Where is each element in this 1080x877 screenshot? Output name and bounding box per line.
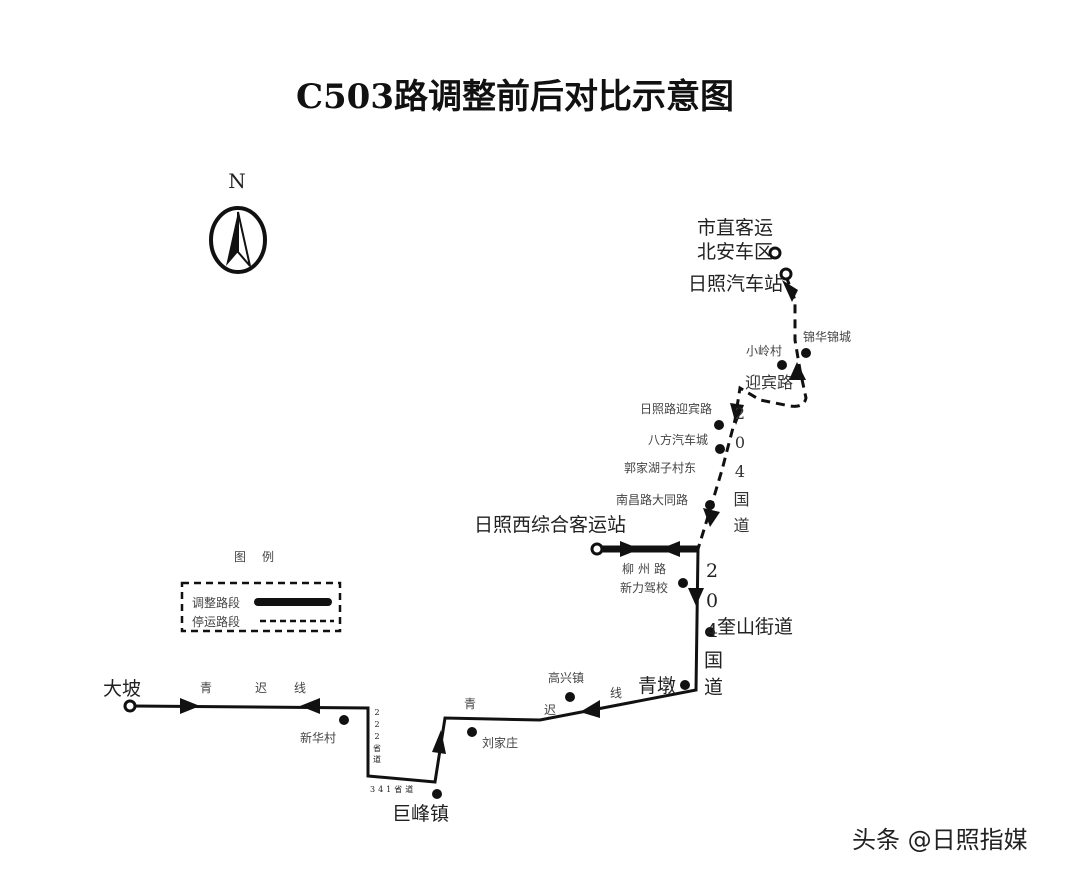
label-bafang: 八方汽车城 <box>648 432 708 447</box>
terminal-west-station <box>590 542 604 556</box>
arrow-icon <box>432 730 446 754</box>
terminal-rizhao-bus-station <box>779 267 793 281</box>
stop-dot <box>777 360 787 370</box>
arrow-icon <box>789 362 806 380</box>
stop-dot <box>715 444 725 454</box>
label-nanchang: 南昌路大同路 <box>616 492 688 507</box>
stop-dot <box>467 727 477 737</box>
label-kuishan: 奎山街道 <box>717 616 793 638</box>
road-s222: 222省道 <box>373 708 382 766</box>
stop-dot <box>339 715 349 725</box>
stop-dot <box>432 789 442 799</box>
map-title: C503路调整前后对比示意图 <box>296 77 734 117</box>
arrow-icon <box>300 698 320 714</box>
label-liujiazhuang: 刘家庄 <box>482 735 518 750</box>
legend: 图 例 调整路段 停运路段 <box>180 550 342 633</box>
stop-dot <box>714 420 724 430</box>
label-liuzhou: 柳州路 <box>622 561 670 576</box>
label-depot-1: 市直客运 <box>697 217 773 239</box>
label-rizhao-yingbin: 日照路迎宾路 <box>640 401 712 416</box>
legend-adjusted-label: 调整路段 <box>192 595 240 610</box>
stop-dot <box>705 627 715 637</box>
north-arrow-icon: N <box>209 169 267 274</box>
arrow-icon <box>703 508 720 527</box>
road-qingchi-east-1: 青 <box>464 697 476 711</box>
stop-dot <box>678 578 688 588</box>
stop-dot <box>565 692 575 702</box>
arrow-icon <box>580 700 600 718</box>
terminal-depot <box>768 246 782 260</box>
label-depot-2: 北安车区 <box>697 241 773 263</box>
legend-title-1: 图 <box>234 550 246 564</box>
watermark: 头条 @日照指媒 <box>852 826 1028 854</box>
label-jinhua: 锦华锦城 <box>803 330 851 344</box>
label-qingdun: 青墩 <box>638 675 676 697</box>
label-xiaoling: 小岭村 <box>746 344 782 358</box>
road-g204-lower: 204国道 <box>701 560 723 704</box>
road-qingchi-2: 迟 <box>255 681 267 695</box>
stop-dot <box>705 500 715 510</box>
road-qingchi-east-2: 迟 <box>544 703 556 717</box>
arrow-icon <box>730 403 744 425</box>
road-qingchi-east-3: 线 <box>610 686 622 700</box>
road-qingchi-1: 青 <box>200 681 212 695</box>
label-west-station: 日照西综合客运站 <box>474 514 626 536</box>
arrow-icon <box>180 698 200 714</box>
arrow-icon <box>620 541 640 557</box>
arrow-icon <box>660 541 680 557</box>
label-jufeng: 巨峰镇 <box>392 803 449 825</box>
label-gaoxing: 高兴镇 <box>548 670 584 685</box>
arrow-icon <box>782 280 798 302</box>
legend-title-2: 例 <box>262 550 274 564</box>
label-xinli: 新力驾校 <box>620 580 668 595</box>
label-rizhao-bus-station: 日照汽车站 <box>688 273 783 295</box>
road-qingchi-3: 线 <box>294 681 306 695</box>
label-xinhua: 新华村 <box>300 730 336 745</box>
stop-dot <box>680 680 690 690</box>
stop-dot <box>801 348 811 358</box>
label-yingbin: 迎宾路 <box>745 373 793 392</box>
suspended-segment <box>696 275 808 550</box>
label-guojia: 郭家湖子村东 <box>624 460 696 475</box>
legend-suspended-label: 停运路段 <box>192 614 240 629</box>
road-s341: 341省道 <box>370 784 416 794</box>
direction-arrows <box>180 280 806 754</box>
terminal-dapo <box>123 699 137 713</box>
main-route <box>132 548 700 784</box>
arrow-icon <box>688 588 704 606</box>
stops <box>339 348 811 799</box>
label-dapo: 大坡 <box>103 678 141 700</box>
compass-label: N <box>228 169 246 193</box>
road-g204-upper: 204国道 <box>731 404 750 543</box>
